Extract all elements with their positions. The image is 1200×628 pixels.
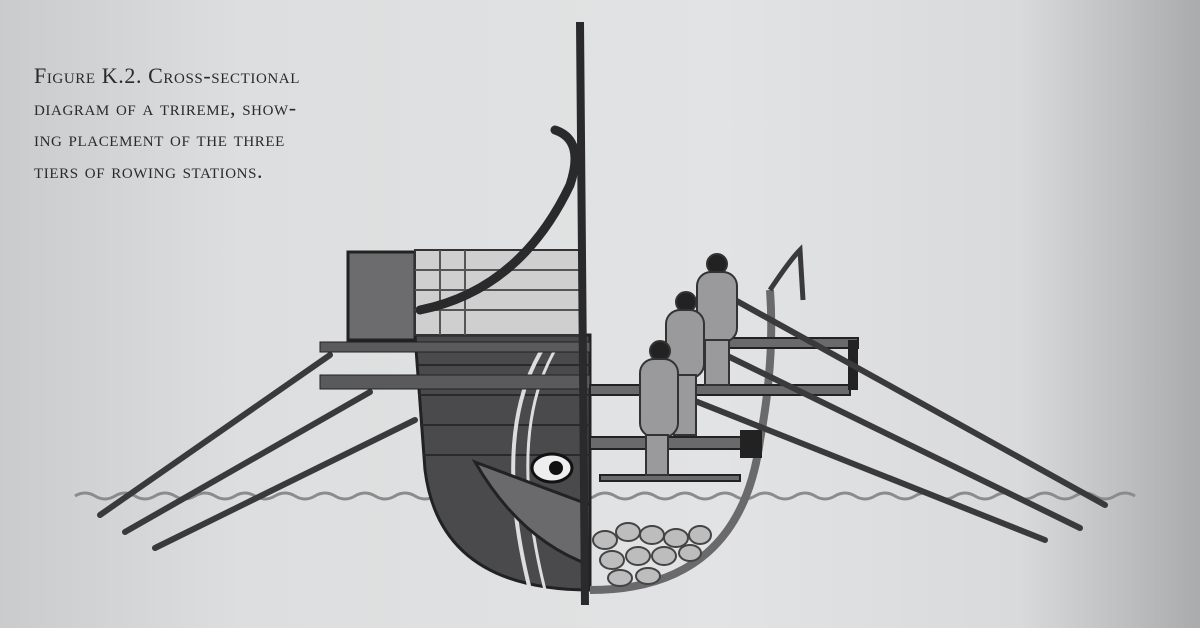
stern-post xyxy=(415,125,580,315)
rowers xyxy=(639,253,738,476)
mast xyxy=(576,21,589,606)
stern-box xyxy=(346,250,417,342)
caption-line: ing placement of the three xyxy=(34,126,285,151)
left-oars xyxy=(97,352,418,551)
figure-caption: Figure K.2. Cross-sectional diagram of a… xyxy=(34,60,300,186)
caption-line: diagram of a trireme, show- xyxy=(34,94,297,120)
ram xyxy=(471,459,592,568)
ballast-stones xyxy=(592,522,712,587)
right-oars xyxy=(677,297,1108,543)
caption-line: Figure K.2. Cross-sectional xyxy=(34,63,301,88)
caption-line: tiers of rowing stations. xyxy=(34,157,264,183)
water-line xyxy=(74,491,1136,501)
